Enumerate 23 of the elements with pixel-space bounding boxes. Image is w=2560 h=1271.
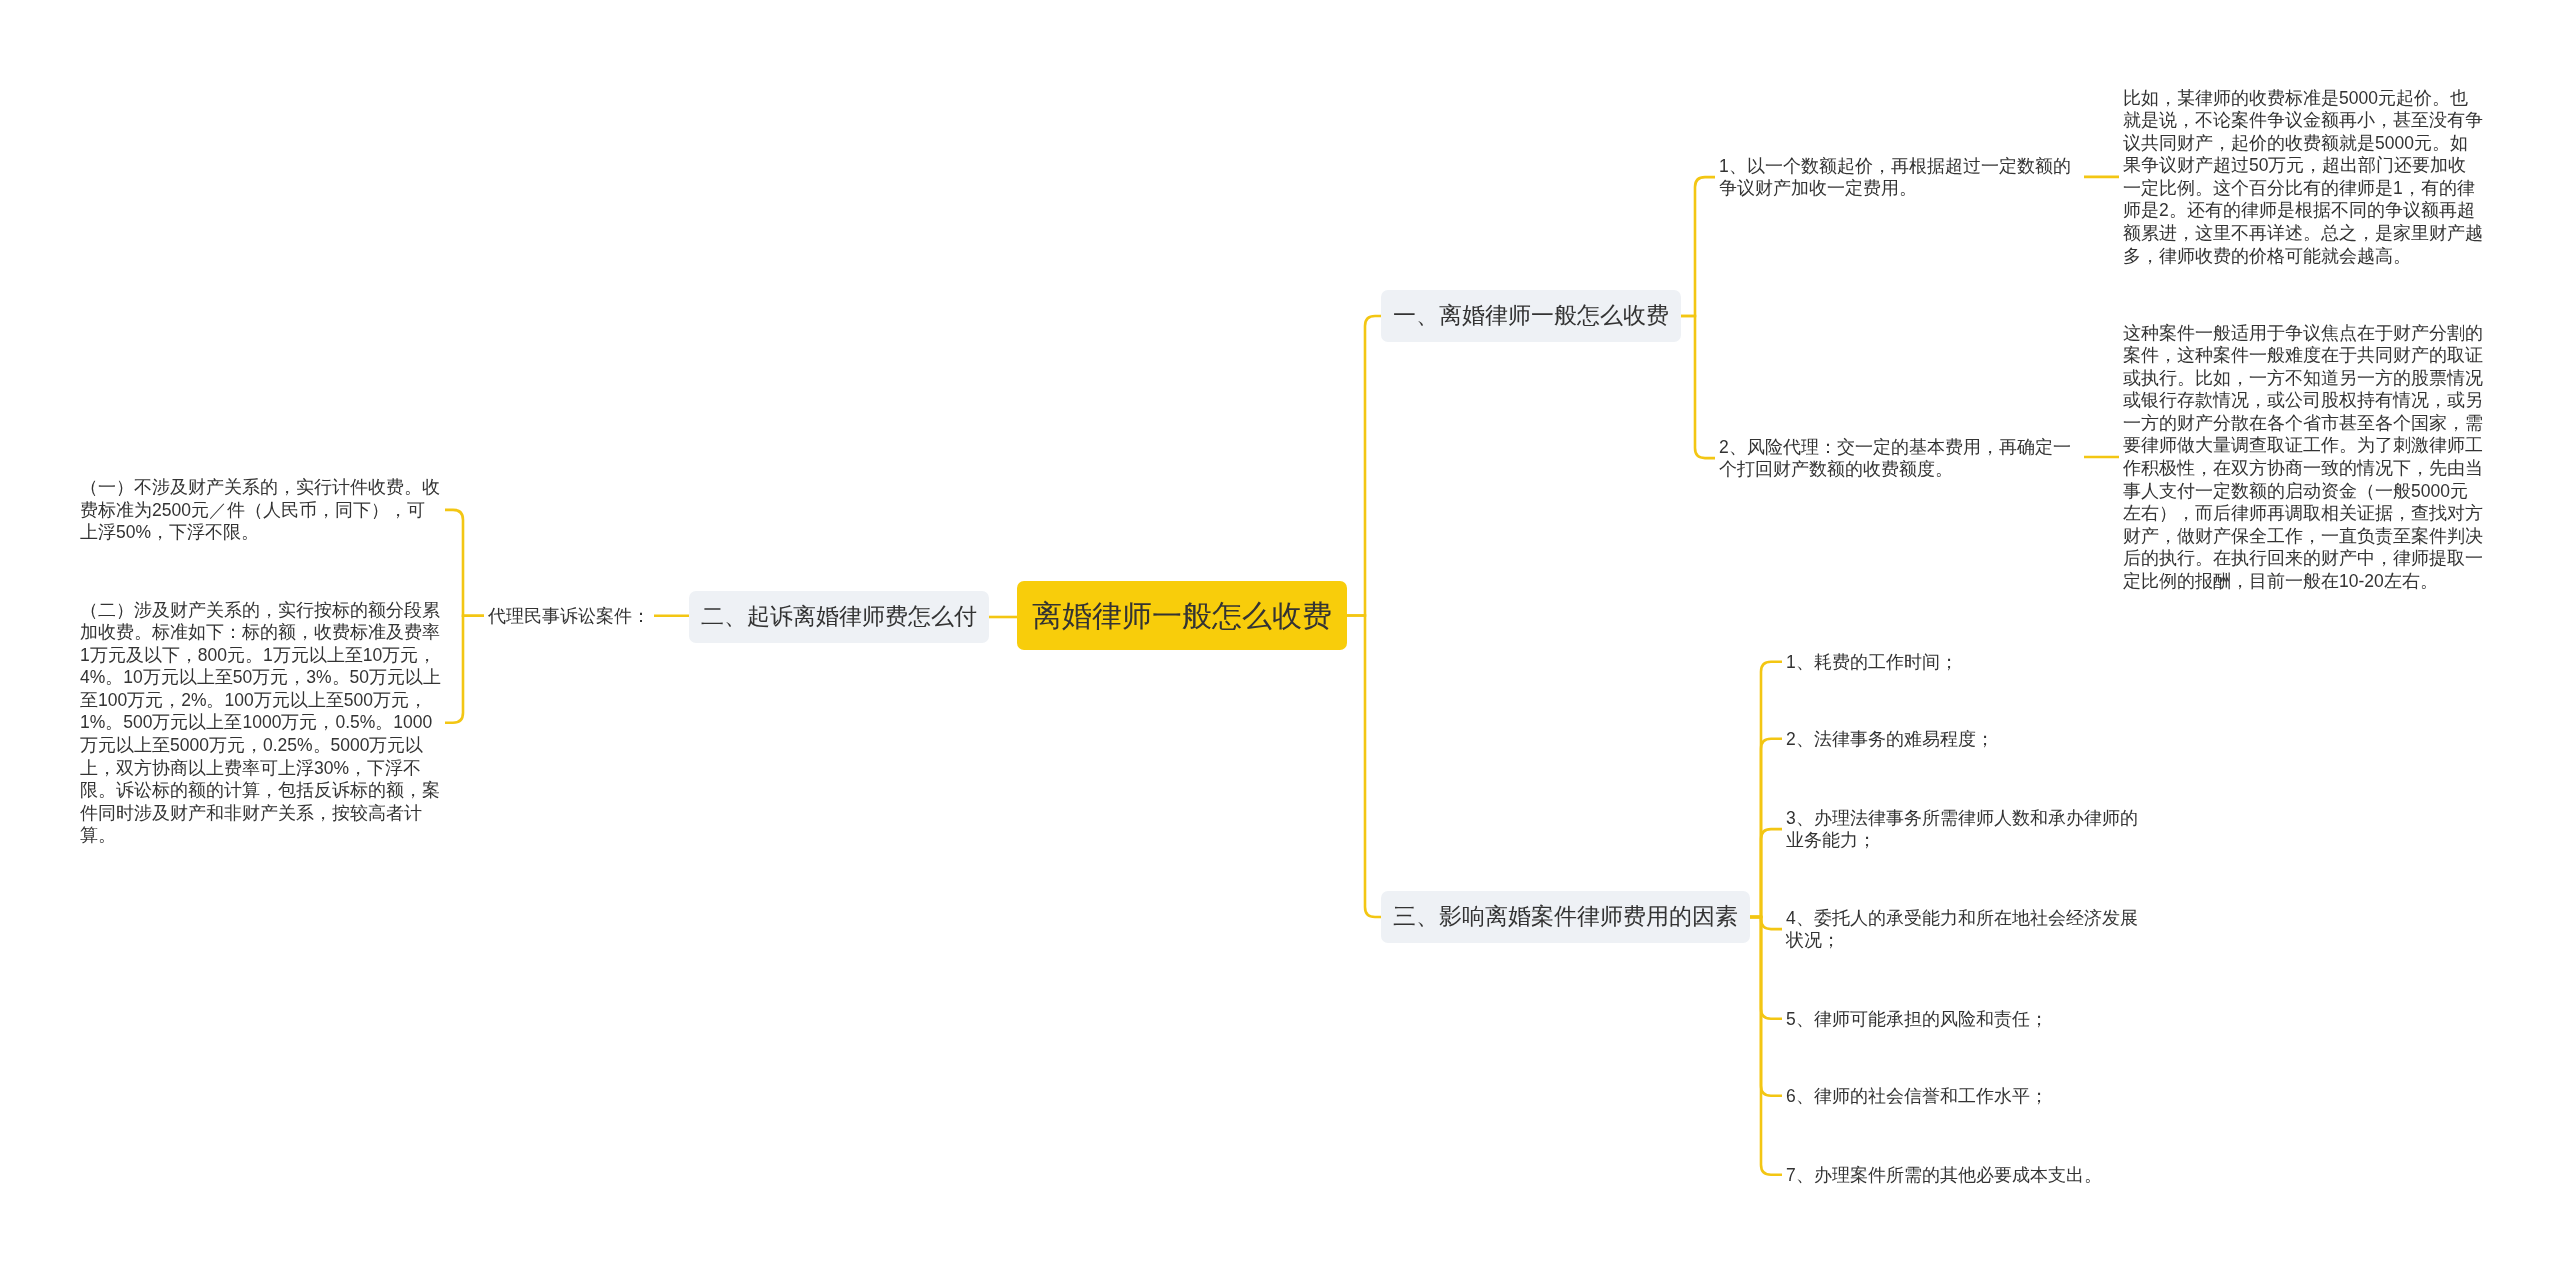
detail-text: 比如，某律师的收费标准是5000元起价。也就是说，不论案件争议金额再小，甚至没有争议共同财产，起价的收费额就是5000元。如果争议财产超过50万元，超出部门还要加收一定比例。这个百分比有的律师是1，有的律师是2。还有的律师是根据不同的争议额再超额累进，这里不再详述。总之，是家里财产越多，律师收费的价格可能就会越高。 [2119,86,2488,268]
subtopic-text: 5、律师可能承担的风险和责任； [1782,1007,2052,1031]
subtopic-text: 2、法律事务的难易程度； [1782,727,1998,751]
connector-line [1347,614,1381,919]
connector-line [2084,175,2119,179]
subtopic-text: 1、以一个数额起价，再根据超过一定数额的争议财产加收一定费用。 [1715,154,2084,200]
subtopic-text: 7、办理案件所需的其他必要成本支出。 [1782,1163,2106,1187]
central-topic-box: 离婚律师一般怎么收费 [1017,581,1347,650]
topic-box: 一、离婚律师一般怎么收费 [1381,290,1681,342]
subtopic-text: 代理民事诉讼案件： [484,604,654,628]
detail-text: 这种案件一般适用于争议焦点在于财产分割的案件，这种案件一般难度在于共同财产的取证或执行。比如，一方不知道另一方的股票情况或银行存款情况，或公司股权持有情况，或另一方的财产分散在各个省市甚至各个国家，需要律师做大量调查取证工作。为了刺激律师工作积极性，在双方协商一致的情况下，先由当事人支付一定数额的启动资金（一般5000元左右），而后律师再调取相关证据，查找对方财产，做财产保全工作，一直负责至案件判决后的执行。在执行回来的财产中，律师提取一定比例的报酬，目前一般在10-20左右。 [2119,321,2488,593]
subtopic-text: 4、委托人的承受能力和所在地社会经济发展状况； [1782,906,2151,952]
subtopic-text: 3、办理法律事务所需律师人数和承办律师的业务能力； [1782,806,2151,852]
connector-line [654,614,689,618]
subtopic-text: 6、律师的社会信誉和工作水平； [1782,1084,2052,1108]
connector-line [2084,455,2119,459]
detail-text: （二）涉及财产关系的，实行按标的额分段累加收费。标准如下：标的额，收费标准及费率1万元及以下，800元。1万元以上至10万元，4%。10万元以上至50万元，3%。50万元以上至100万元，2%。100万元以上至500万元，1%。500万元以上至1000万元，0.5%。1000万元以上至5000万元，0.25%。5000万元以上，双方协商以上费率可上浮30%，下浮不限。诉讼标的额的计算，包括反诉标的额，案件同时涉及财产和非财产关系，按较高者计算。 [76,598,445,848]
topic-box: 三、影响离婚案件律师费用的因素 [1381,891,1750,943]
connector-line [989,615,1017,619]
detail-text: （一）不涉及财产关系的，实行计件收费。收费标准为2500元／件（人民币，同下），可上浮50%，下浮不限。 [76,476,445,544]
subtopic-text: 2、风险代理：交一定的基本费用，再确定一个打回财产数额的收费额度。 [1715,435,2084,481]
topic-box: 二、起诉离婚律师费怎么付 [689,591,989,643]
subtopic-text: 1、耗费的工作时间； [1782,650,1962,674]
